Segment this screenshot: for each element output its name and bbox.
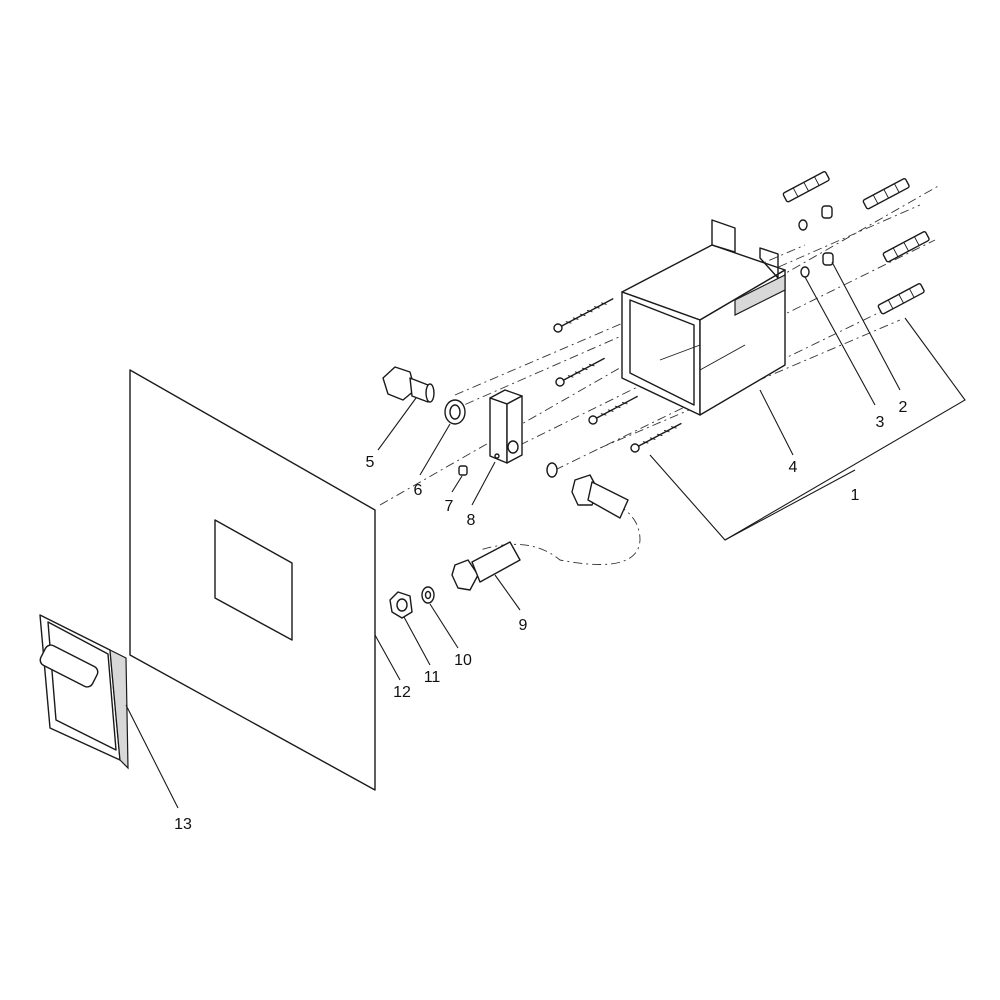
callout-8: 8 <box>467 512 476 529</box>
callout-2: 2 <box>899 399 908 416</box>
callout-4: 4 <box>789 459 798 476</box>
washers-and-small-screws <box>798 205 834 278</box>
housing-box <box>621 219 786 416</box>
connector-block <box>489 389 523 464</box>
connector-fitting <box>382 366 435 403</box>
callout-1: 1 <box>851 487 860 504</box>
wall-plugs <box>782 171 930 315</box>
callout-3: 3 <box>876 414 885 431</box>
washer <box>421 586 435 604</box>
callout-5: 5 <box>366 454 375 471</box>
mounting-plate <box>129 369 376 791</box>
long-screws <box>553 298 682 453</box>
flexible-hose <box>451 462 629 591</box>
callout-9: 9 <box>519 617 528 634</box>
cover-plate <box>39 614 129 770</box>
callout-10: 10 <box>454 652 472 669</box>
plug <box>389 591 413 619</box>
leader-lines <box>125 261 966 809</box>
callout-11: 11 <box>424 669 441 686</box>
set-screw <box>458 465 468 476</box>
sealing-ring <box>444 399 466 425</box>
callout-7: 7 <box>445 498 454 515</box>
callout-12: 12 <box>393 684 411 701</box>
callout-13: 13 <box>174 816 192 833</box>
callout-labels: 1 2 3 4 5 6 7 8 9 10 11 12 13 <box>174 399 907 833</box>
callout-6: 6 <box>414 482 423 499</box>
